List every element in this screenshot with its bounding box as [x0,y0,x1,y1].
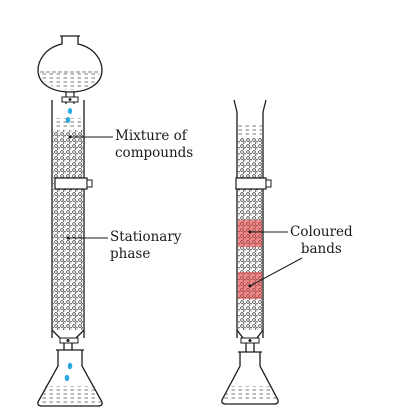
solvent-drop-icon [67,362,73,370]
stationary-phase-label: Stationary phase [110,229,181,263]
solvent-drop-icon [64,374,70,382]
stopcock-icon [240,337,260,344]
stationary-phase-packing [53,130,83,330]
column-clamp [235,177,267,190]
right-apparatus [221,99,303,405]
column-clamp [54,177,88,190]
separating-funnel-icon [37,35,103,104]
chromatography-column [233,99,272,356]
conical-flask-icon [37,349,103,407]
conical-flask-icon [221,351,279,405]
stationary-label-line1: Stationary [110,229,182,245]
coloured-bands-label: Coloured bands [290,224,353,258]
mixture-of-compounds-label: Mixture of compounds [115,128,193,162]
left-apparatus [37,35,113,407]
stopcock-icon [61,96,79,103]
bands-leader-line-lower [249,257,303,287]
chromatography-column [51,100,93,356]
stopcock-icon [59,337,79,344]
solvent-drop-icon [67,108,73,114]
mixture-label-line1: Mixture of [115,128,187,144]
bands-label-line1: Coloured [290,224,353,240]
mixture-label-line2: compounds [115,145,194,161]
stationary-label-line2: phase [110,246,151,262]
bands-label-line2: bands [300,241,342,257]
